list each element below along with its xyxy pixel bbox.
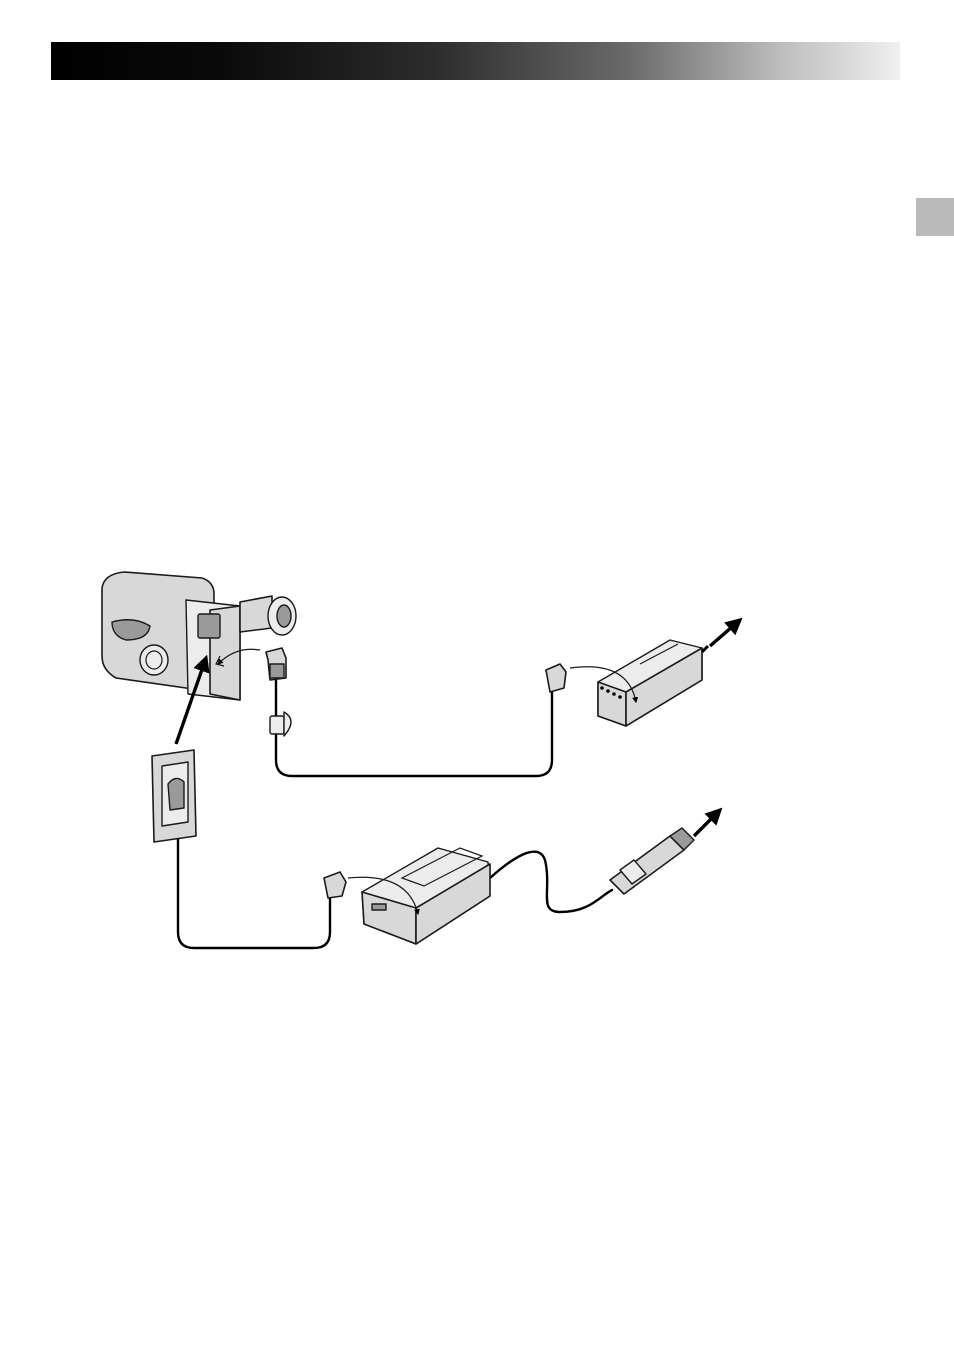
battery-slot <box>198 614 220 638</box>
section-tab <box>916 198 954 236</box>
lens-icon <box>140 645 168 675</box>
viewfinder-icon <box>240 596 272 632</box>
cable-battery-adapter-to-charger <box>178 822 330 948</box>
to-ac-outlet-arrow <box>710 620 740 646</box>
ferrite-core-icon <box>270 712 291 736</box>
header-bar <box>51 42 900 80</box>
connection-diagram <box>90 560 790 980</box>
ac-adapter-icon <box>598 640 708 726</box>
cable-charger-to-car-plug <box>490 852 612 912</box>
battery-adapter-icon <box>152 750 196 842</box>
to-car-socket-arrow <box>694 810 720 836</box>
dc-plug-icon <box>266 648 286 680</box>
car-plug-icon <box>610 828 694 894</box>
dc-plug-icon <box>324 872 346 898</box>
cable-camcorder-to-ac-adapter <box>276 678 552 776</box>
dc-plug-icon <box>546 664 566 692</box>
charger-icon <box>362 848 490 944</box>
